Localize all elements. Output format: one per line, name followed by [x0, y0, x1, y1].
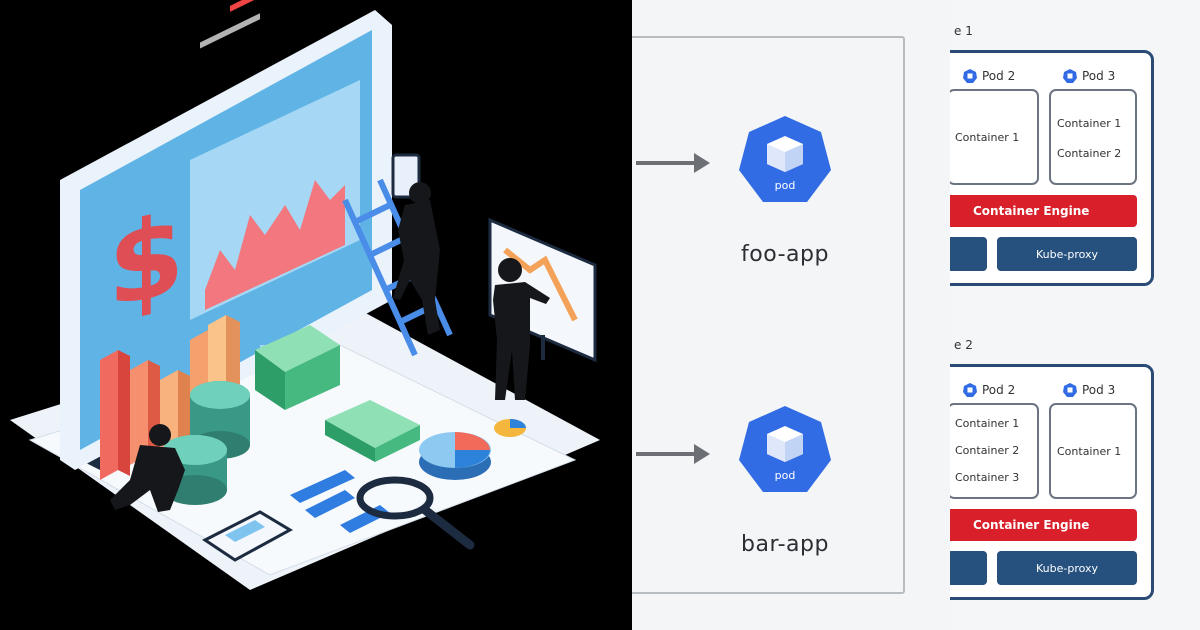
- screen-area-chart: [205, 180, 345, 310]
- pod-tag: Pod 3: [1063, 69, 1115, 83]
- pod-tag: Pod 2: [963, 383, 1015, 397]
- node-label: e 1: [954, 24, 973, 38]
- node-label: e 2: [954, 338, 973, 352]
- container-label: Container 1: [1057, 445, 1122, 458]
- pie-chart-icon: [419, 419, 526, 480]
- dollar-icon: $: [108, 190, 185, 334]
- node-box: Pod 2 Pod 3 Container 1 Container 2 Cont…: [950, 364, 1154, 600]
- kube-proxy-block: Kube-proxy: [997, 237, 1137, 271]
- container-label: Container 1: [955, 417, 1020, 430]
- kubernetes-pod-icon: [963, 383, 977, 397]
- banknote-stacks: [255, 325, 420, 462]
- kubernetes-pod-icon: [1063, 383, 1077, 397]
- kubernetes-pod-icon: pod: [739, 406, 831, 492]
- bar-chart-3d: [100, 315, 240, 480]
- calculator-icon: [202, 510, 294, 562]
- pod-box: Container 1 Container 2: [1049, 89, 1137, 185]
- analytics-illustration: $: [10, 0, 600, 590]
- pod-name: Pod 3: [1082, 69, 1116, 83]
- container-label: Container 2: [1057, 147, 1122, 160]
- node-box: Pod 2 Pod 3 Container 1 Container 1 Cont…: [950, 50, 1154, 286]
- pod-box: Container 1 Container 2 Container 3: [950, 403, 1039, 499]
- screen-chart-panel: [190, 80, 360, 320]
- app-label-foo: foo-app: [741, 242, 829, 267]
- node-component-block: [950, 237, 987, 271]
- pod-name: Pod 2: [982, 69, 1016, 83]
- kube-proxy-block: Kube-proxy: [997, 551, 1137, 585]
- pod-box: Container 1: [1049, 403, 1137, 499]
- pod-text: pod: [775, 469, 796, 482]
- screen-ui-bar: [230, 0, 270, 12]
- kubernetes-pod-icon: [963, 69, 977, 83]
- pod-box: Container 1: [950, 89, 1039, 185]
- container-engine-bar: Container Engine: [950, 195, 1137, 227]
- arrow-right-icon: [636, 444, 710, 464]
- kubernetes-pod-icon: [1063, 69, 1077, 83]
- arrow-right-icon: [636, 153, 710, 173]
- container-engine-bar: Container Engine: [950, 509, 1137, 541]
- people-silhouettes: [110, 182, 550, 512]
- screen-ui-bar: [200, 13, 260, 49]
- pod-text: pod: [775, 179, 796, 192]
- pod-name: Pod 3: [1082, 383, 1116, 397]
- container-label: Container 1: [955, 131, 1020, 144]
- nodes-panel: e 1 Pod 2 Pod 3 Container 1 Container 1 …: [950, 0, 1200, 630]
- pod-tag: Pod 3: [1063, 383, 1115, 397]
- business-analytics-illustration-icon: $: [10, 0, 600, 590]
- container-label: Container 2: [955, 444, 1020, 457]
- app-label-bar: bar-app: [741, 532, 829, 557]
- pod-name: Pod 2: [982, 383, 1016, 397]
- magnifier-icon: [356, 476, 475, 550]
- service-routing-panel: pod foo-app pod bar-app: [632, 0, 950, 630]
- kubernetes-pod-icon: pod: [739, 116, 831, 202]
- container-label: Container 3: [955, 471, 1020, 484]
- container-label: Container 1: [1057, 117, 1122, 130]
- pod-tag: Pod 2: [963, 69, 1015, 83]
- node-component-block: [950, 551, 987, 585]
